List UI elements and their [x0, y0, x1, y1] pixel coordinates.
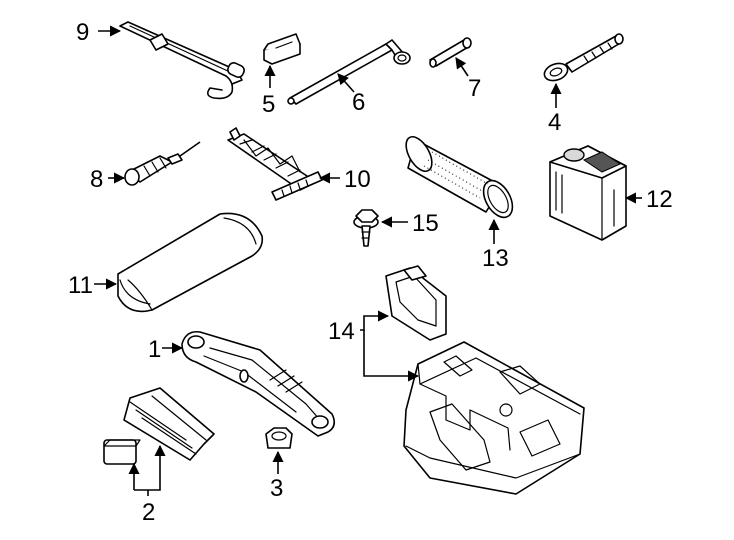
callout-8: 8 — [90, 166, 103, 193]
part-13-cylinder — [405, 136, 514, 219]
callout-13: 13 — [482, 245, 509, 272]
part-14-foam-case — [403, 341, 585, 495]
callout-4: 4 — [548, 109, 561, 136]
part-12-sealant-bottle — [549, 145, 627, 241]
callout-3: 3 — [270, 475, 283, 502]
callout-2: 2 — [142, 499, 155, 526]
part-4-tow-hook — [543, 33, 624, 82]
callout-7: 7 — [468, 75, 481, 102]
callout-11: 11 — [68, 272, 93, 299]
part-10-jack-handle — [227, 127, 323, 201]
callout-9: 9 — [76, 19, 89, 46]
callout-labels: 9 5 6 7 4 8 10 15 13 12 11 14 1 3 2 — [68, 19, 673, 526]
leader-7 — [455, 57, 469, 77]
part-6-lug-wrench — [287, 39, 411, 105]
part-3-nut — [265, 427, 293, 449]
part-14-tray — [385, 265, 447, 341]
callout-15: 15 — [412, 210, 439, 237]
part-2-holder — [103, 387, 215, 465]
part-8-screwdriver — [124, 141, 201, 186]
part-15-bolt — [353, 209, 379, 247]
callout-1: 1 — [148, 336, 161, 363]
leader-14 — [360, 310, 390, 331]
callout-14: 14 — [328, 318, 355, 345]
part-1-jack — [181, 330, 336, 437]
callout-12: 12 — [646, 186, 673, 213]
callout-5: 5 — [262, 91, 275, 118]
callout-10: 10 — [344, 166, 371, 193]
part-5-clip — [263, 33, 301, 65]
part-7-rod — [429, 37, 472, 68]
leader-lines — [94, 25, 642, 496]
part-11-tool-pouch — [117, 212, 264, 313]
part-9-handle — [119, 21, 245, 100]
callout-6: 6 — [352, 89, 365, 116]
leader-6 — [337, 73, 355, 93]
